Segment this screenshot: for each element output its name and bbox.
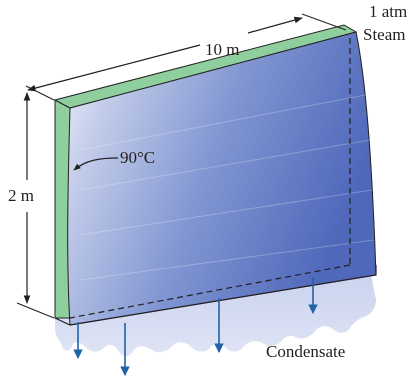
condensate-film <box>67 31 377 326</box>
plate-bottom-edge <box>54 265 377 326</box>
height-extension-bottom <box>16 302 55 319</box>
condensate-arrows <box>73 277 318 376</box>
temperature-leader <box>73 157 119 171</box>
film-streaks <box>79 94 375 281</box>
hidden-edges <box>69 38 351 319</box>
temperature-label: 90°C <box>120 148 155 167</box>
length-extension-left <box>25 85 55 101</box>
condensate-drips <box>55 270 376 356</box>
fluid-label: Steam <box>363 25 406 44</box>
length-dimension-line-right <box>247 16 303 34</box>
length-dimension-line-left <box>27 44 201 92</box>
length-extension-right <box>301 13 347 31</box>
pressure-label: 1 atm <box>369 2 407 21</box>
height-label: 2 m <box>8 186 34 205</box>
length-label: 10 m <box>205 40 239 59</box>
condensate-label: Condensate <box>266 342 345 361</box>
